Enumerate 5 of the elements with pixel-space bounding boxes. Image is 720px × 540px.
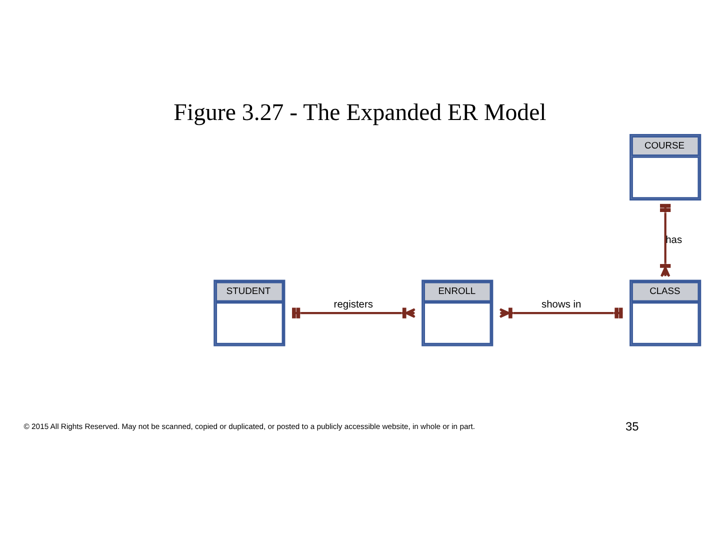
diagram-title: Figure 3.27 - The Expanded ER Model [174, 100, 546, 126]
label: © 2015 All Rights Reserved. May not be scanned, copied or duplicated, or posted to a publicly accessible website, in whole or in part. [24, 422, 476, 432]
edge-label: registers [334, 300, 373, 311]
label: 35 [625, 419, 639, 434]
edge-label: shows in [541, 300, 582, 311]
